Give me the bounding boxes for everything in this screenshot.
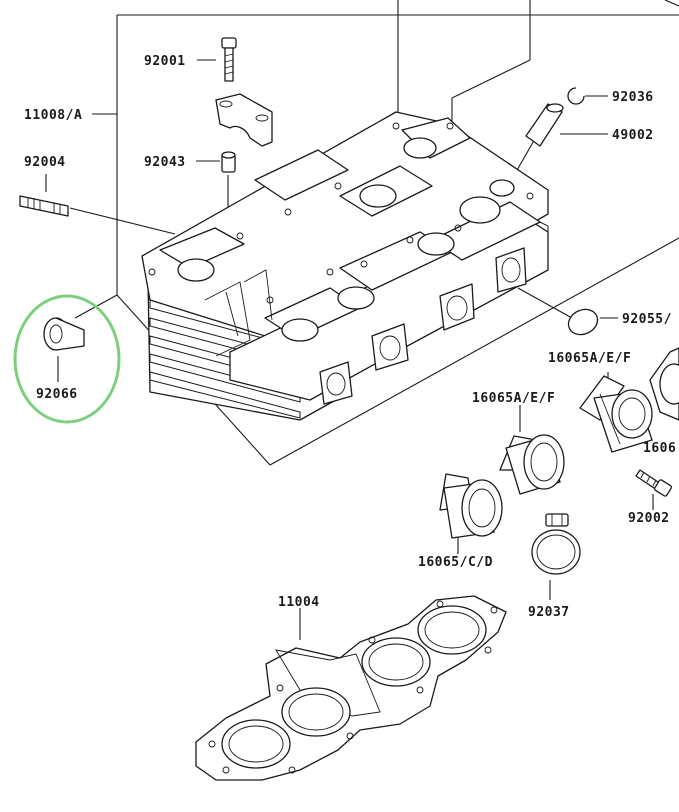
holder-16065cd-part bbox=[439, 473, 503, 539]
holder-16065aef-middle-part bbox=[499, 434, 565, 495]
stud-92004-part bbox=[19, 195, 69, 217]
part-labels: 92001 11008/A 92004 92043 92066 92036 49… bbox=[24, 54, 676, 620]
label-92055: 92055/ bbox=[622, 312, 672, 327]
cylinder-head-part bbox=[141, 111, 549, 421]
label-92002: 92002 bbox=[628, 511, 670, 526]
label-92001: 92001 bbox=[144, 54, 186, 69]
bolt-92002-part bbox=[635, 469, 673, 497]
label-92066: 92066 bbox=[36, 387, 78, 402]
label-92043: 92043 bbox=[144, 155, 186, 170]
gasket-11004-part bbox=[195, 595, 507, 781]
label-11008-a: 11008/A bbox=[24, 108, 82, 123]
holder-16065aef-right-part bbox=[579, 375, 653, 453]
label-49002: 49002 bbox=[612, 128, 654, 143]
label-92037: 92037 bbox=[528, 605, 570, 620]
label-16065aef-right: 16065A/E/F bbox=[548, 351, 631, 366]
circlip-92036-part bbox=[567, 87, 585, 105]
label-11004: 11004 bbox=[278, 595, 320, 610]
label-16065-c-d: 16065/C/D bbox=[418, 555, 493, 570]
highlight-circle bbox=[13, 294, 121, 424]
holder-1606-partial-part bbox=[649, 347, 679, 421]
label-16065aef-middle: 16065A/E/F bbox=[472, 391, 555, 406]
bolt-92001-part bbox=[221, 37, 237, 82]
clamp-92037-part bbox=[531, 513, 581, 575]
o-ring-92055-part bbox=[567, 308, 599, 336]
label-1606-partial: 1606 bbox=[643, 441, 676, 456]
dowel-92043-part bbox=[221, 151, 236, 173]
cam-cap-part bbox=[215, 93, 273, 147]
label-92036: 92036 bbox=[612, 90, 654, 105]
plug-92066-part bbox=[43, 317, 85, 351]
label-92004: 92004 bbox=[24, 155, 66, 170]
shaft-49002-part bbox=[525, 103, 564, 147]
